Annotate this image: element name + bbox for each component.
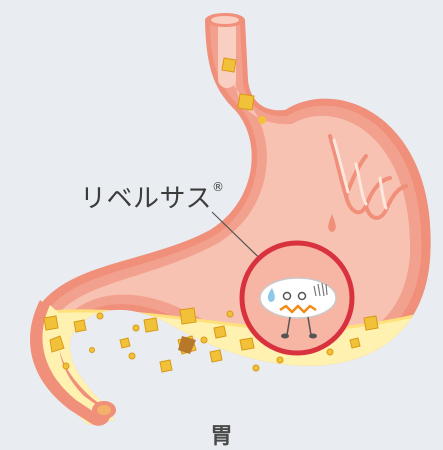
esophagus-opening-inner bbox=[211, 16, 239, 24]
tablet-callout-label: リベルサス® bbox=[80, 178, 224, 215]
duodenum-opening-inner bbox=[97, 405, 111, 415]
tablet-foot-left bbox=[281, 334, 289, 339]
tablet-name: リベルサス bbox=[80, 184, 212, 214]
tablet-foot-right bbox=[309, 334, 317, 339]
organ-caption: 胃 bbox=[0, 418, 443, 450]
esophagus-lumen bbox=[218, 18, 236, 88]
food-particle-dark bbox=[178, 336, 196, 354]
tablet-highlight bbox=[242, 243, 352, 353]
registered-mark: ® bbox=[212, 180, 225, 194]
